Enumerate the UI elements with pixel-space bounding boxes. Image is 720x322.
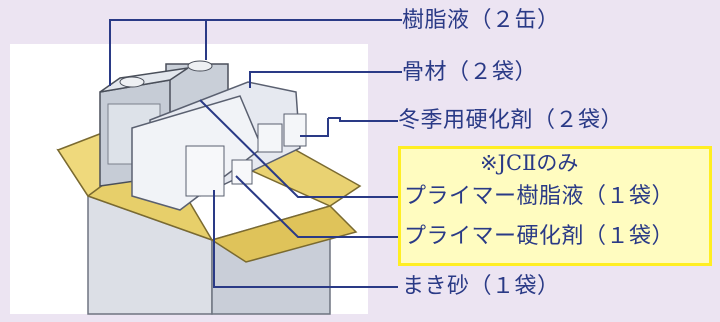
cardboard-box xyxy=(56,129,362,315)
jc2-only-note: ※JCⅡのみ xyxy=(480,151,579,175)
leader-sand xyxy=(213,190,398,288)
leader-resin-can1 xyxy=(109,19,206,86)
small-bags xyxy=(185,113,307,197)
label-sand: まき砂（１袋） xyxy=(402,274,560,299)
leader-primer-resin xyxy=(199,99,398,198)
label-primer-resin: プライマー樹脂液（１袋） xyxy=(404,184,675,209)
leader-resin-can2 xyxy=(205,19,402,60)
leader-lines xyxy=(109,19,402,288)
label-resin: 樹脂液（２缶） xyxy=(402,8,560,33)
jc2-only-highlight xyxy=(398,146,712,266)
label-aggregate: 骨材（２袋） xyxy=(402,60,538,85)
leader-aggregate xyxy=(249,71,402,88)
leader-primer-hardener xyxy=(235,175,398,238)
label-primer-hardener: プライマー硬化剤（１袋） xyxy=(404,224,675,249)
leader-winter-hardener xyxy=(328,117,398,122)
label-winter-hardener: 冬季用硬化剤（２袋） xyxy=(398,108,624,133)
leader-winter-hardener-2 xyxy=(300,118,329,137)
